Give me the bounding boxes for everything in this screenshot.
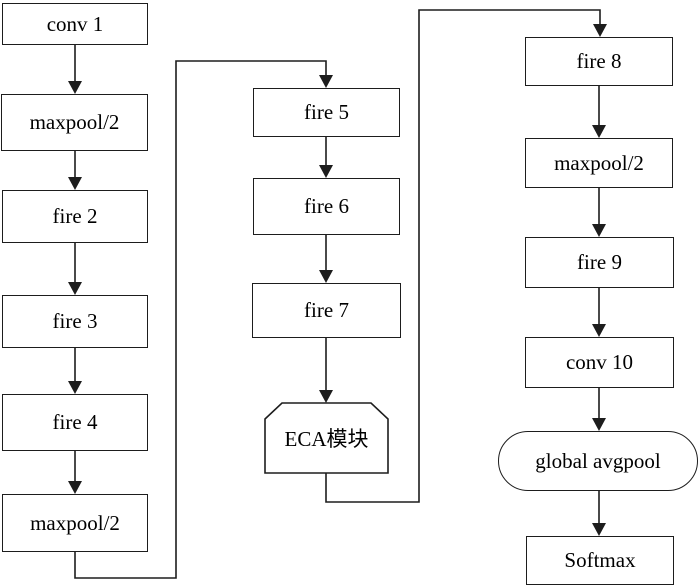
- node-softmax: Softmax: [526, 536, 674, 585]
- arrowhead-down-icon: [68, 481, 82, 494]
- node-fire7: fire 7: [252, 283, 401, 338]
- node-conv1: conv 1: [2, 3, 148, 45]
- node-fire6: fire 6: [253, 178, 400, 235]
- node-global-avgpool: global avgpool: [498, 431, 698, 491]
- node-maxpool-c: maxpool/2: [525, 138, 673, 188]
- arrowhead-down-icon: [68, 177, 82, 190]
- arrowhead-down-icon: [68, 381, 82, 394]
- node-fire4: fire 4: [2, 394, 148, 451]
- node-fire5: fire 5: [253, 88, 400, 137]
- arrowhead-down-icon: [592, 125, 606, 138]
- node-maxpool-a: maxpool/2: [1, 94, 148, 151]
- arrowhead-down-icon: [319, 165, 333, 178]
- arrowhead-down-icon: [592, 418, 606, 431]
- arrowhead-down-icon: [593, 24, 607, 37]
- edge-eca-fire8: [325, 9, 601, 503]
- node-fire9: fire 9: [525, 237, 674, 288]
- arrowhead-down-icon: [68, 81, 82, 94]
- node-fire2: fire 2: [2, 190, 148, 243]
- arrowhead-down-icon: [319, 390, 333, 403]
- arrowhead-down-icon: [319, 270, 333, 283]
- arrowhead-down-icon: [592, 324, 606, 337]
- node-maxpool-b: maxpool/2: [2, 494, 148, 552]
- node-fire3: fire 3: [2, 295, 148, 348]
- node-conv10: conv 10: [525, 337, 674, 388]
- node-eca-label: ECA模块: [284, 427, 369, 451]
- arrowhead-down-icon: [592, 224, 606, 237]
- node-fire8: fire 8: [525, 37, 673, 86]
- node-eca-shape: [264, 402, 389, 474]
- edge-maxpool-fire5: [74, 60, 327, 579]
- arrowhead-down-icon: [592, 523, 606, 536]
- arrowhead-down-icon: [319, 75, 333, 88]
- arrowhead-down-icon: [68, 282, 82, 295]
